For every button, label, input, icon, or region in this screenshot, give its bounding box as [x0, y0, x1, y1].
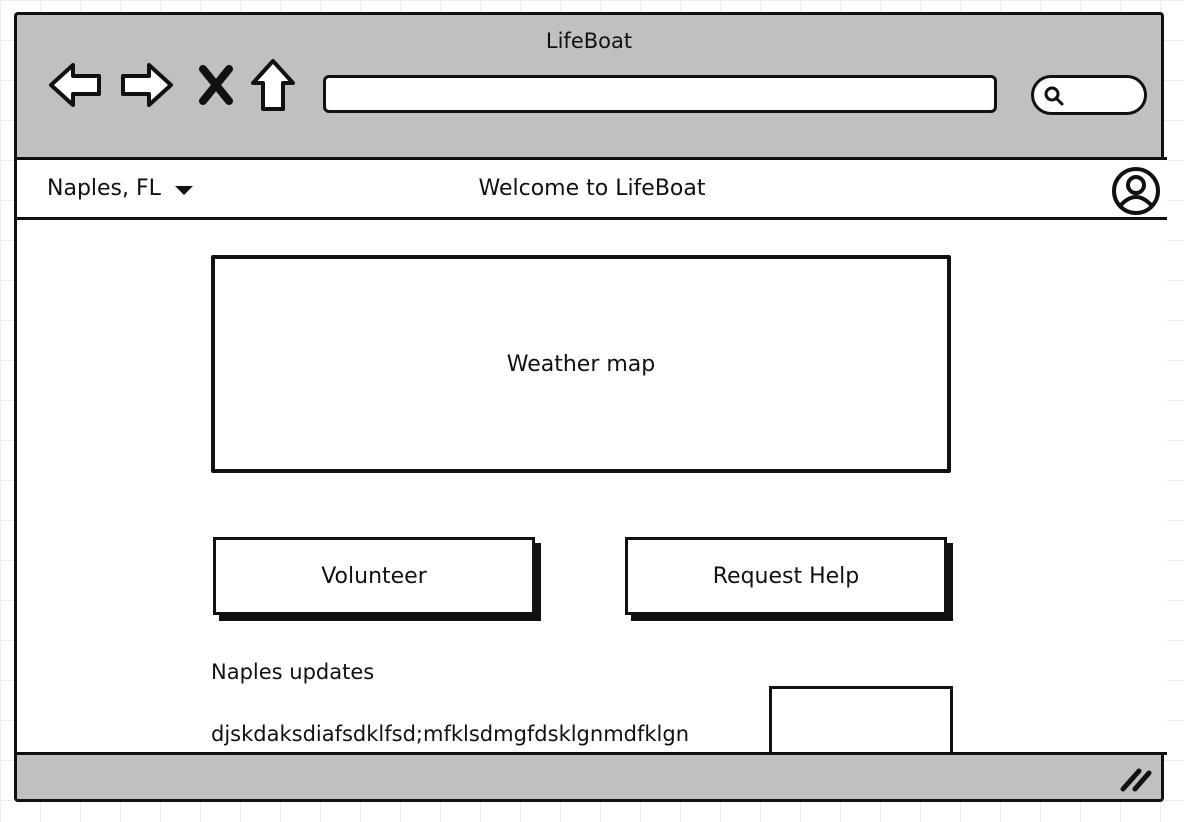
request-help-button[interactable]: Request Help	[625, 537, 947, 615]
weather-map[interactable]: Weather map	[211, 255, 951, 473]
volunteer-button[interactable]: Volunteer	[213, 537, 535, 615]
chevron-down-icon	[174, 186, 193, 195]
search-input[interactable]	[1031, 75, 1147, 115]
user-avatar-icon[interactable]	[1111, 166, 1161, 216]
update-image-placeholder	[769, 686, 953, 752]
browser-window: LifeBoat Naples, FL Welcome to LifeBoat	[14, 12, 1167, 802]
close-icon[interactable]	[199, 65, 233, 105]
location-label: Naples, FL	[47, 176, 161, 201]
updates-heading: Naples updates	[211, 660, 375, 684]
window-title: LifeBoat	[545, 29, 633, 53]
weather-map-label: Weather map	[506, 351, 656, 377]
home-icon[interactable]	[249, 57, 297, 113]
app-header: Naples, FL Welcome to LifeBoat	[17, 160, 1167, 220]
location-dropdown[interactable]: Naples, FL	[47, 176, 193, 201]
address-bar[interactable]	[323, 75, 997, 113]
back-arrow-icon[interactable]	[47, 57, 103, 113]
search-icon	[1044, 86, 1064, 106]
resize-grip-icon[interactable]	[1119, 763, 1153, 793]
updates-text: djskdaksdiafsdklfsd;mfklsdmgfdsklgnmdfkl…	[211, 722, 690, 746]
forward-arrow-icon[interactable]	[119, 57, 175, 113]
page-content: Naples, FL Welcome to LifeBoat Weather m…	[17, 157, 1167, 755]
